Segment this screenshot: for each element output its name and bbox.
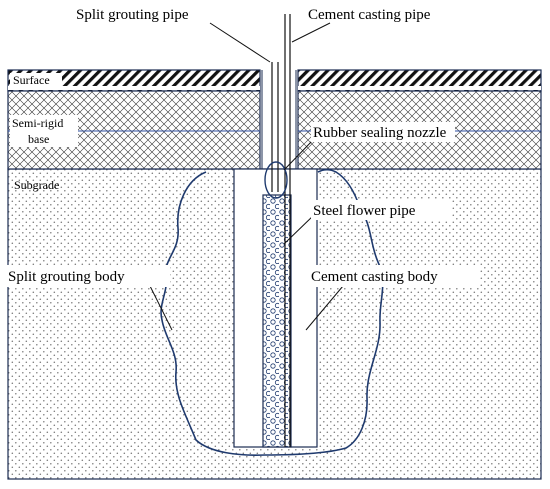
leader-steel-flower-pipe [283,213,316,245]
rubber-sealing-nozzle [264,161,288,199]
leader-rubber-sealing-nozzle [283,139,314,171]
leader-cement-casting-pipe [291,22,331,43]
label-semi-rigid-base-line2: base [28,132,49,146]
label-split-grouting-pipe: Split grouting pipe [76,7,189,23]
leader-split-grouting-pipe [209,22,271,63]
label-subgrade: Subgrade [14,178,59,192]
label-cement-casting-body: Cement casting body [311,269,438,285]
label-split-grouting-body: Split grouting body [8,269,125,285]
leader-split-grouting-body [149,285,173,331]
label-rubber-sealing-nozzle: Rubber sealing nozzle [313,125,447,141]
steel-flower-pipe [262,194,292,448]
leader-cement-casting-body [305,285,344,331]
label-semi-rigid-base-line1: Semi-rigid [12,116,63,130]
label-steel-flower-pipe: Steel flower pipe [313,203,416,219]
label-cement-casting-pipe: Cement casting pipe [308,7,431,23]
label-surface: Surface [13,73,50,87]
